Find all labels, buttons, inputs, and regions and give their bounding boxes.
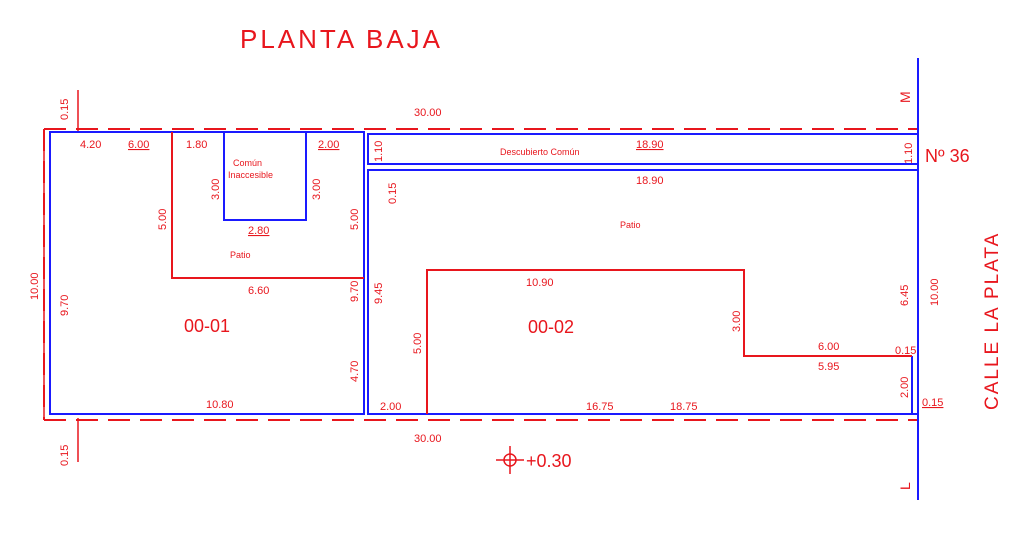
dim-left-inner: 9.70 [59, 295, 71, 316]
unit-00-02-label: 00-02 [528, 317, 574, 337]
dim-2-00-top: 2.00 [318, 139, 339, 151]
comun-label-line1: Común [233, 158, 262, 168]
street-name-label: CALLE LA PLATA [982, 232, 1003, 410]
dim-3-00-a: 3.00 [210, 179, 222, 200]
dim-10-00-right: 10.00 [929, 278, 941, 306]
dim-2-80: 2.80 [248, 225, 269, 237]
patio-lines [171, 132, 912, 414]
dim-5-00-left: 5.00 [157, 209, 169, 230]
dim-3-00-right: 3.00 [731, 311, 743, 332]
dim-5-00-right: 5.00 [412, 333, 424, 354]
dim-0-15-right: 0.15 [895, 345, 916, 357]
dim-16-75: 16.75 [586, 401, 614, 413]
dimension-labels: 30.00 30.00 4.20 6.00 1.80 2.00 2.80 6.6… [80, 107, 943, 445]
north-mark: M [897, 91, 913, 103]
comun-inaccesible-outline [223, 132, 307, 221]
dim-10-80: 10.80 [206, 399, 234, 411]
level-marker: +0.30 [496, 446, 572, 474]
dim-18-90-top: 18.90 [636, 139, 664, 151]
comun-label-line2: Inaccesible [228, 170, 273, 180]
dim-9-70-mid: 9.70 [349, 281, 361, 302]
dim-left-offset-top: 0.15 [59, 99, 71, 120]
dim-9-45: 9.45 [373, 283, 385, 304]
dim-3-00-b: 3.00 [311, 179, 323, 200]
walls [49, 58, 919, 500]
patio-left-label: Patio [230, 250, 251, 260]
dim-left-offset-bottom: 0.15 [59, 445, 71, 466]
unit-00-02-outline [367, 169, 919, 415]
level-label: +0.30 [526, 451, 572, 471]
dimension-ticks [43, 90, 79, 462]
dim-6-00-right: 6.00 [818, 341, 839, 353]
property-boundary [43, 128, 918, 421]
patio-left-line [171, 132, 364, 279]
dim-2-00-right: 2.00 [899, 377, 911, 398]
descubierto-comun-label: Descubierto Común [500, 147, 580, 157]
dim-18-90-mid: 18.90 [636, 175, 664, 187]
dim-top-total: 30.00 [414, 107, 442, 119]
dim-1-10-left: 1.10 [373, 141, 385, 162]
south-mark: L [897, 482, 913, 490]
drawing-title: PLANTA BAJA [240, 24, 443, 54]
dim-bottom-total: 30.00 [414, 433, 442, 445]
dim-left-total: 10.00 [29, 272, 41, 300]
dim-2-00-bottom: 2.00 [380, 401, 401, 413]
street-number-label: Nº 36 [925, 146, 970, 166]
dim-4-20: 4.20 [80, 139, 101, 151]
dim-6-00-top: 6.00 [128, 139, 149, 151]
vertical-dimension-labels: 0.15 0.15 10.00 9.70 5.00 3.00 3.00 5.00… [29, 99, 941, 466]
dim-4-70: 4.70 [349, 361, 361, 382]
dim-18-75: 18.75 [670, 401, 698, 413]
dim-0-15-mid: 0.15 [387, 183, 399, 204]
dim-10-90: 10.90 [526, 277, 554, 289]
dim-6-45: 6.45 [899, 285, 911, 306]
dim-5-00-mid: 5.00 [349, 209, 361, 230]
dim-6-60: 6.60 [248, 285, 269, 297]
patio-right-line [426, 269, 912, 414]
unit-00-01-outline [49, 131, 365, 415]
dim-1-10-right: 1.10 [903, 143, 915, 164]
dim-5-95: 5.95 [818, 361, 839, 373]
patio-right-label: Patio [620, 220, 641, 230]
dim-0-15-corner: 0.15 [922, 397, 943, 409]
dim-1-80: 1.80 [186, 139, 207, 151]
unit-00-01-label: 00-01 [184, 316, 230, 336]
